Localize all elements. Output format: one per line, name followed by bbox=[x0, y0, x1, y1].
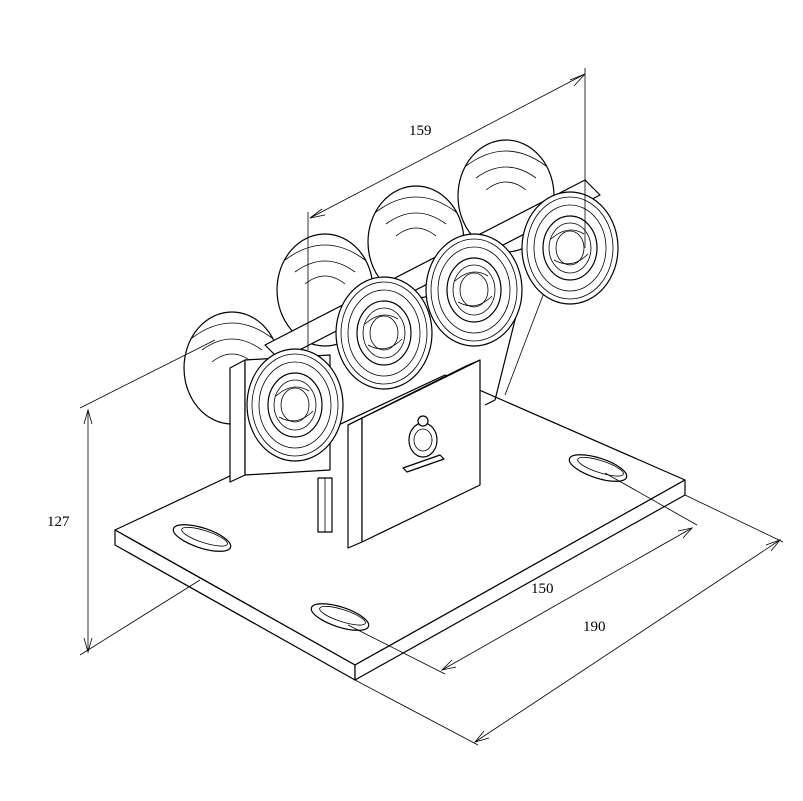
dimension-label-150: 150 bbox=[531, 581, 554, 597]
mounting-slot bbox=[310, 603, 370, 631]
dimension-line-150 bbox=[347, 472, 698, 675]
dimension-line-190 bbox=[354, 494, 784, 746]
support-post bbox=[317, 477, 333, 533]
dimension-label-190: 190 bbox=[583, 619, 606, 635]
dimension-label-159: 159 bbox=[409, 123, 432, 139]
grease-nipple-icon bbox=[402, 415, 445, 473]
dimension-line-127 bbox=[79, 339, 216, 656]
mounting-slot bbox=[172, 524, 232, 552]
dimension-label-127: 127 bbox=[47, 514, 70, 530]
dimension-line-159 bbox=[307, 68, 586, 350]
mounting-slot bbox=[568, 454, 628, 482]
